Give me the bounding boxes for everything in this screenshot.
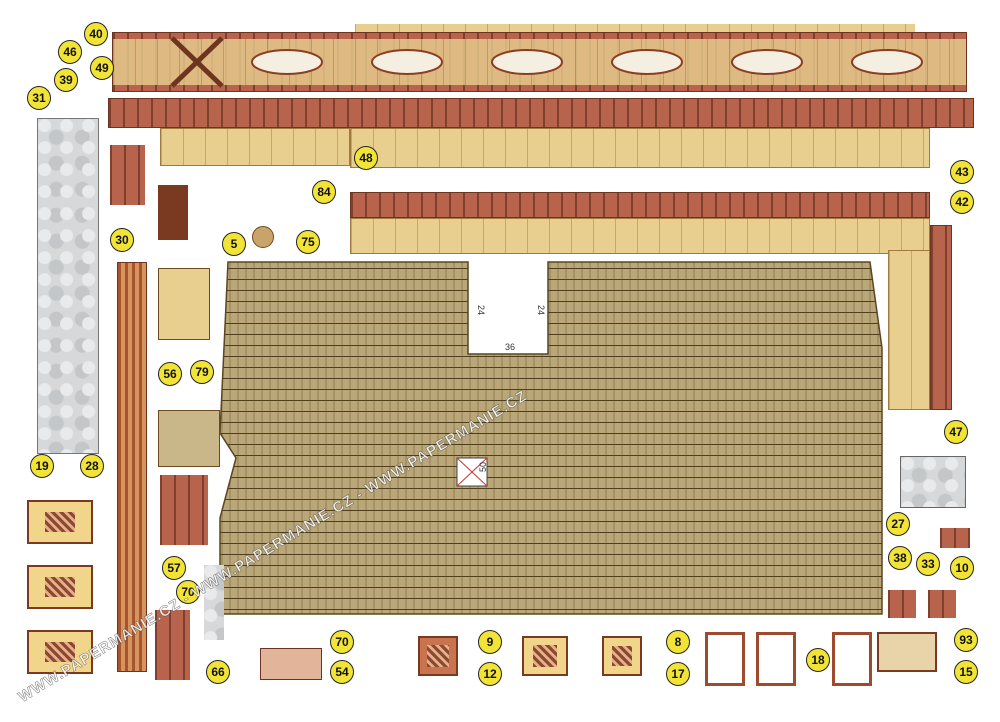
gable-window-1 xyxy=(27,500,93,544)
plank-band-part-44 xyxy=(160,128,350,166)
part-57 xyxy=(160,475,208,545)
part-badge-49: 49 xyxy=(90,56,114,80)
window-frame-18b xyxy=(756,632,796,686)
part-badge-70b: 70 xyxy=(330,630,354,654)
part-10 xyxy=(940,528,970,548)
top-thin-strip xyxy=(355,24,915,32)
part-badge-28: 28 xyxy=(80,454,104,478)
part-badge-66: 66 xyxy=(206,660,230,684)
part-badge-75: 75 xyxy=(296,230,320,254)
roof-center-label: 50 xyxy=(478,461,489,473)
beam-strip-part-41 xyxy=(350,192,930,218)
window-part-12 xyxy=(418,636,458,676)
stone-panel-part-27 xyxy=(900,456,966,508)
part-badge-9: 9 xyxy=(478,630,502,654)
part-38 xyxy=(888,590,916,618)
part-badge-93: 93 xyxy=(954,628,978,652)
part-badge-18: 18 xyxy=(806,648,830,672)
part-badge-10: 10 xyxy=(950,556,974,580)
part-30 xyxy=(110,145,145,205)
part-badge-54: 54 xyxy=(330,660,354,684)
dentil-strip xyxy=(108,98,974,128)
part-badge-57: 57 xyxy=(162,556,186,580)
part-badge-8: 8 xyxy=(666,630,690,654)
part-badge-84: 84 xyxy=(312,180,336,204)
part-badge-27: 27 xyxy=(886,512,910,536)
part-badge-70a: 70 xyxy=(176,580,200,604)
part-badge-38: 38 xyxy=(888,546,912,570)
part-badge-56: 56 xyxy=(158,362,182,386)
part-badge-79: 79 xyxy=(190,360,214,384)
stone-column-part-31 xyxy=(37,118,99,454)
part-75 xyxy=(252,226,274,248)
wood-strip-part-28 xyxy=(117,262,147,672)
part-badge-12: 12 xyxy=(478,662,502,686)
part-56 xyxy=(158,410,220,467)
plank-strip-lower xyxy=(350,218,930,254)
part-badge-40: 40 xyxy=(84,22,108,46)
part-badge-33: 33 xyxy=(916,552,940,576)
gable-window-2 xyxy=(27,565,93,609)
window-part-15 xyxy=(877,632,937,672)
right-beam-vertical xyxy=(930,225,952,410)
gable-window-3 xyxy=(27,630,93,674)
part-badge-43: 43 xyxy=(950,160,974,184)
part-badge-17: 17 xyxy=(666,662,690,686)
part-badge-31: 31 xyxy=(27,86,51,110)
part-5 xyxy=(158,185,188,240)
part-33 xyxy=(928,590,956,618)
part-badge-39: 39 xyxy=(54,68,78,92)
part-badge-46: 46 xyxy=(58,40,82,64)
window-part-17 xyxy=(602,636,642,676)
roof-gap-label-right: 24 xyxy=(536,304,547,316)
window-frame-18a xyxy=(705,632,745,686)
main-roof xyxy=(219,261,883,615)
part-54 xyxy=(260,648,322,680)
part-badge-48: 48 xyxy=(354,146,378,170)
window-frame-18c xyxy=(832,632,872,686)
part-badge-30: 30 xyxy=(110,228,134,252)
part-badge-5: 5 xyxy=(222,232,246,256)
part-badge-19: 19 xyxy=(30,454,54,478)
part-79 xyxy=(158,268,210,340)
part-badge-47: 47 xyxy=(944,420,968,444)
roof-gap-label-bottom: 36 xyxy=(505,342,516,352)
roof-gap-label-left: 24 xyxy=(476,304,487,316)
top-beam-ornament xyxy=(170,36,923,88)
part-66 xyxy=(204,565,224,640)
part-badge-42: 42 xyxy=(950,190,974,214)
window-part-9 xyxy=(522,636,568,676)
part-badge-15: 15 xyxy=(954,660,978,684)
part-70 xyxy=(155,610,190,680)
plank-band-part-48 xyxy=(350,128,930,168)
right-panel-part-47 xyxy=(888,250,930,410)
